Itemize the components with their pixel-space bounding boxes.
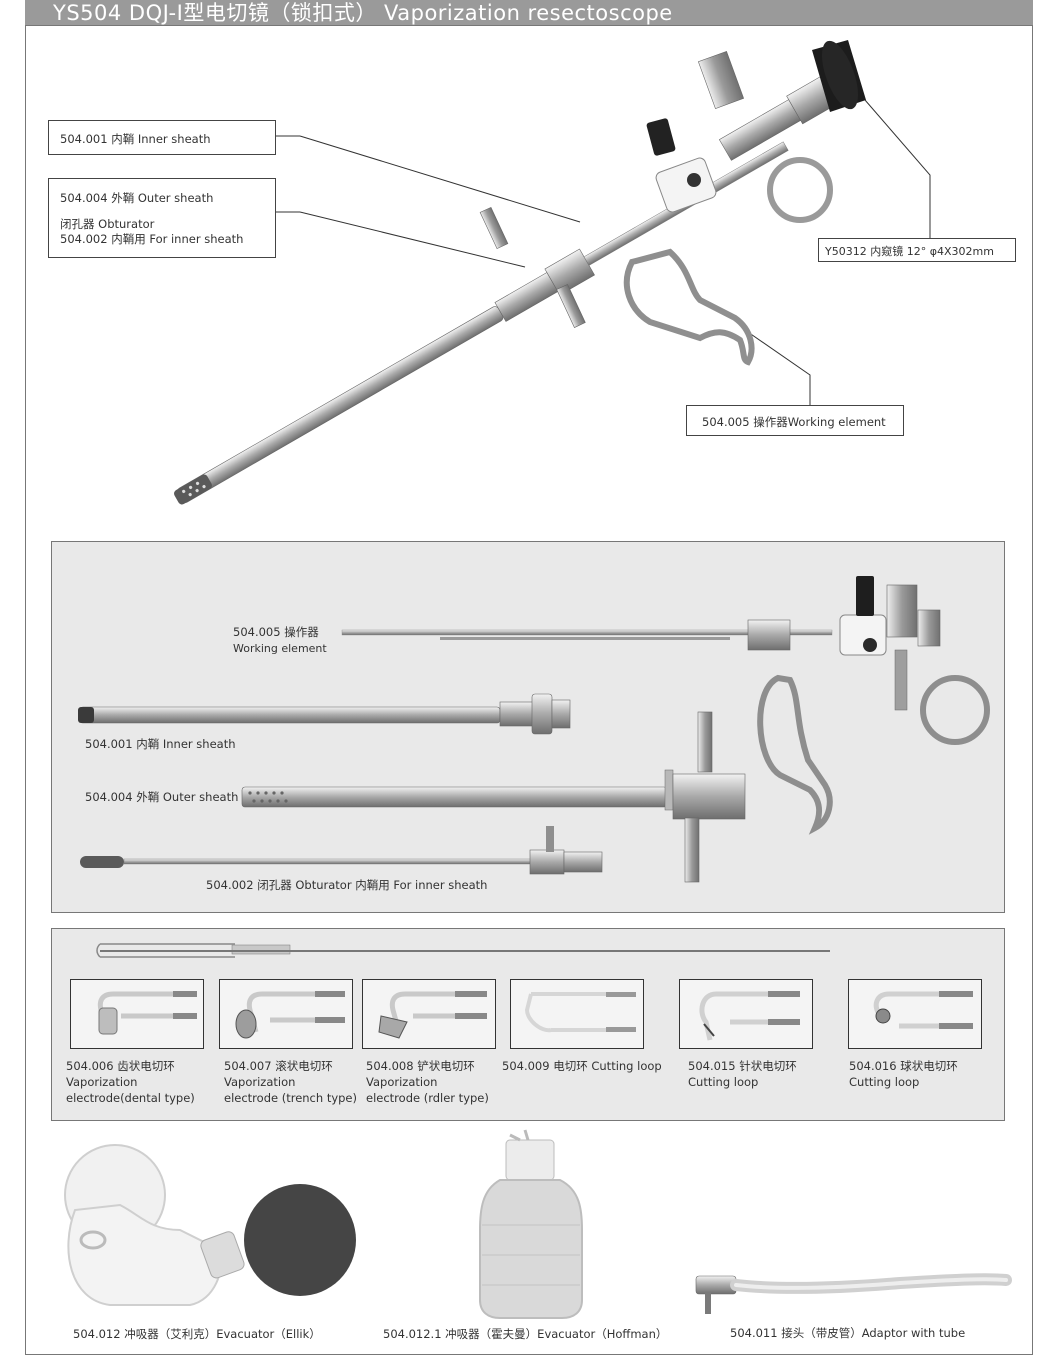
caption-line: electrode(dental type) xyxy=(66,1091,195,1105)
adaptor-with-tube-image xyxy=(695,1273,1012,1314)
electrode-box-dental xyxy=(70,979,204,1049)
components-illustration xyxy=(78,576,990,883)
electrode-box-trench xyxy=(219,979,353,1049)
electrode-trench-illustration xyxy=(235,991,345,1039)
electrode-caption-ball: 504.016 球状电切环 Cutting loop xyxy=(849,1058,958,1090)
label-evacuator-hoffman: 504.012.1 冲吸器（霍夫曼）Evacuator（Hoffman） xyxy=(383,1327,668,1341)
caption-line: 504.008 铲状电切环 xyxy=(366,1059,475,1073)
electrode-overview-illustration xyxy=(96,943,830,958)
caption-line: electrode (trench type) xyxy=(224,1091,357,1105)
callout-outer-sheath-obturator: 504.004 外鞘 Outer sheath 闭孔器 Obturator 50… xyxy=(48,178,276,258)
callout-telescope: Y50312 内窥镜 12° φ4X302mm xyxy=(818,238,1016,262)
page-frame xyxy=(25,25,1033,1355)
callout-outer-sheath-label: 504.004 外鞘 Outer sheath xyxy=(60,191,214,205)
caption-line: 504.009 电切环 Cutting loop xyxy=(502,1059,662,1073)
callout-inner-sheath: 504.001 内鞘 Inner sheath xyxy=(48,120,276,155)
label-working-element-cn: 504.005 操作器 xyxy=(233,625,319,639)
caption-line: 504.015 针状电切环 xyxy=(688,1059,797,1073)
evacuator-ellik-image xyxy=(64,1144,356,1306)
caption-line: Vaporization xyxy=(366,1075,438,1089)
label-evacuator-ellik: 504.012 冲吸器（艾利克）Evacuator（Ellik） xyxy=(73,1327,321,1341)
callout-obturator-sublabel: 504.002 内鞘用 For inner sheath xyxy=(60,232,244,246)
components-panel xyxy=(51,541,1005,913)
electrode-roller-illustration xyxy=(378,991,487,1039)
electrode-cutting-loop-illustration xyxy=(524,992,636,1033)
callout-telescope-label: Y50312 内窥镜 12° φ4X302mm xyxy=(825,245,994,258)
electrode-caption-cutting-loop: 504.009 电切环 Cutting loop xyxy=(502,1058,662,1074)
electrode-dental-illustration xyxy=(97,991,197,1035)
caption-line: 504.007 滚状电切环 xyxy=(224,1059,333,1073)
header-bar: YS504 DQJ-Ⅰ型电切镜（锁扣式） Vaporization resect… xyxy=(25,0,1033,26)
electrode-caption-trench: 504.007 滚状电切环 Vaporization electrode (tr… xyxy=(224,1058,357,1106)
electrode-caption-roller: 504.008 铲状电切环 Vaporization electrode (rd… xyxy=(366,1058,489,1106)
resectoscope-assembly-illustration xyxy=(173,40,931,505)
callout-obturator-label: 闭孔器 Obturator xyxy=(60,217,155,231)
electrode-ball-illustration xyxy=(873,991,973,1029)
electrode-caption-dental: 504.006 齿状电切环 Vaporization electrode(den… xyxy=(66,1058,195,1106)
label-obturator: 504.002 闭孔器 Obturator 内鞘用 For inner shea… xyxy=(206,878,488,892)
caption-line: 504.016 球状电切环 xyxy=(849,1059,958,1073)
caption-line: electrode (rdler type) xyxy=(366,1091,489,1105)
electrode-box-needle xyxy=(679,979,813,1049)
caption-line: 504.006 齿状电切环 xyxy=(66,1059,175,1073)
caption-line: Cutting loop xyxy=(849,1075,920,1089)
electrode-caption-needle: 504.015 针状电切环 Cutting loop xyxy=(688,1058,797,1090)
electrode-box-ball xyxy=(848,979,982,1049)
electrode-needle-illustration xyxy=(699,991,800,1041)
caption-line: Cutting loop xyxy=(688,1075,759,1089)
label-working-element-en: Working element xyxy=(233,642,327,655)
label-outer-sheath: 504.004 外鞘 Outer sheath xyxy=(85,790,239,804)
callout-working-element: 504.005 操作器Working element xyxy=(686,405,904,436)
electrode-box-cutting-loop xyxy=(510,979,644,1049)
caption-line: Vaporization xyxy=(66,1075,138,1089)
page-title: YS504 DQJ-Ⅰ型电切镜（锁扣式） Vaporization resect… xyxy=(53,1,673,25)
callout-inner-sheath-label: 504.001 内鞘 Inner sheath xyxy=(60,132,211,146)
label-adaptor-with-tube: 504.011 接头（带皮管）Adaptor with tube xyxy=(730,1326,966,1340)
label-inner-sheath: 504.001 内鞘 Inner sheath xyxy=(85,737,236,751)
electrode-box-roller xyxy=(362,979,496,1049)
callout-working-element-label: 504.005 操作器Working element xyxy=(702,415,886,429)
evacuator-hoffman-image xyxy=(479,1129,583,1319)
caption-line: Vaporization xyxy=(224,1075,296,1089)
